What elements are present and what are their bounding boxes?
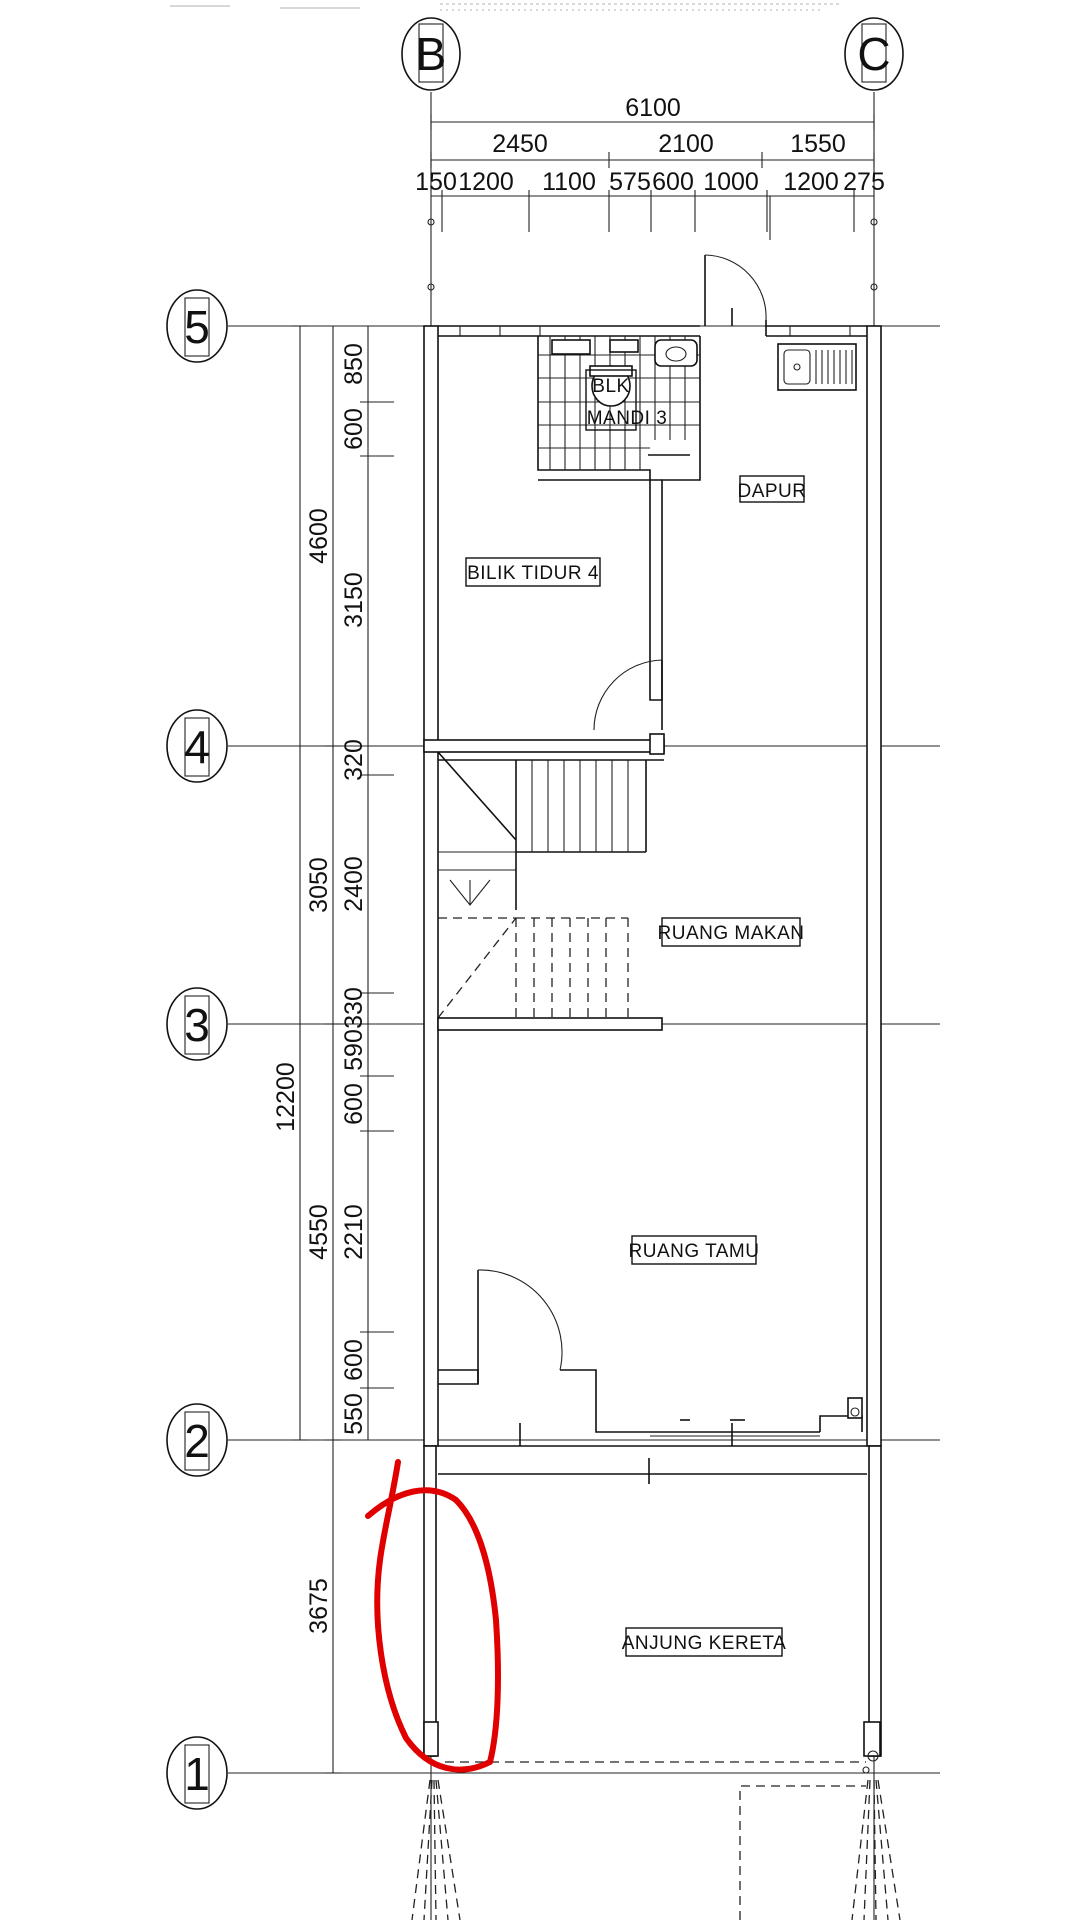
svg-text:1: 1 <box>184 1748 210 1800</box>
svg-text:4: 4 <box>184 721 210 773</box>
room-label-anjung-kereta: ANJUNG KERETA <box>622 1627 787 1657</box>
grid-bubble-1: 1 <box>166 1736 228 1810</box>
svg-text:5: 5 <box>184 301 210 353</box>
kitchen-door <box>704 254 767 336</box>
dim-length-4: 3675 <box>305 1578 333 1634</box>
dim-detail-l11: 550 <box>340 1393 368 1435</box>
dim-detail-l8: 600 <box>340 1083 368 1125</box>
dim-detail-4: 575 <box>609 168 651 196</box>
grid-bubble-c: C <box>844 17 904 91</box>
dim-detail-6: 1000 <box>703 168 759 196</box>
grid-bubble-3: 3 <box>166 987 228 1061</box>
grid-bubble-5: 5 <box>166 289 228 363</box>
dim-detail-8: 275 <box>843 168 885 196</box>
dim-detail-l3: 3150 <box>340 572 368 628</box>
room-label-dapur: DAPUR <box>737 475 806 503</box>
grid-label-b: B <box>416 28 447 80</box>
svg-text:RUANG MAKAN: RUANG MAKAN <box>658 923 805 944</box>
room-label-bathroom: BLK <box>592 376 629 397</box>
svg-text:2: 2 <box>184 1415 210 1467</box>
left-dimensions: 12200 4600 3050 4550 3675 850 600 3150 3… <box>272 325 394 1774</box>
grid-bubble-2: 2 <box>166 1403 228 1477</box>
front-wall <box>438 1269 867 1484</box>
grid-label-c: C <box>857 28 890 80</box>
scan-artifacts <box>170 3 840 11</box>
dim-length-3: 4550 <box>305 1204 333 1260</box>
foundation-piles <box>411 1779 901 1920</box>
red-annotation-loop <box>365 1459 501 1773</box>
room-label-ruang-makan: RUANG MAKAN <box>658 917 805 947</box>
grid-bubble-b: B <box>401 17 461 91</box>
dim-width-3: 1550 <box>790 130 846 158</box>
dim-detail-l2: 600 <box>340 408 368 450</box>
dim-detail-l10: 600 <box>340 1339 368 1381</box>
svg-text:ANJUNG KERETA: ANJUNG KERETA <box>622 1633 787 1654</box>
dim-detail-l5: 2400 <box>340 856 368 912</box>
room-label-bathroom-2: MANDI 3 <box>587 408 668 429</box>
svg-text:RUANG TAMU: RUANG TAMU <box>629 1241 760 1262</box>
dim-detail-3: 1100 <box>542 168 596 196</box>
dim-detail-l1: 850 <box>340 343 368 385</box>
dim-overall-width: 6100 <box>625 94 681 122</box>
dim-detail-l6: 330 <box>340 987 368 1029</box>
walls <box>423 325 882 1757</box>
svg-text:3: 3 <box>184 999 210 1051</box>
dim-detail-l4: 320 <box>340 739 368 781</box>
porch-gate <box>423 1721 881 1920</box>
dim-length-1: 4600 <box>305 508 333 564</box>
room-label-ruang-tamu: RUANG TAMU <box>629 1235 760 1265</box>
dim-length-2: 3050 <box>305 857 333 913</box>
dim-detail-1: 150 <box>415 168 457 196</box>
dim-overall-length: 12200 <box>272 1062 300 1132</box>
dim-detail-5: 600 <box>652 168 694 196</box>
dim-detail-l9: 2210 <box>340 1204 368 1260</box>
top-dimensions: 6100 2450 2100 1550 150 1200 1100 575 60… <box>415 94 885 291</box>
grid-bubble-4: 4 <box>166 709 228 783</box>
dim-width-1: 2450 <box>492 130 548 158</box>
dim-detail-2: 1200 <box>458 168 514 196</box>
room-label-bilik-tidur: BILIK TIDUR 4 <box>465 557 601 587</box>
dim-detail-7: 1200 <box>783 168 839 196</box>
dim-width-2: 2100 <box>658 130 714 158</box>
staircase <box>423 733 665 1031</box>
bedroom-door <box>593 659 663 731</box>
dim-detail-l7: 590 <box>340 1029 368 1071</box>
sink <box>777 343 857 391</box>
row-grid-lines <box>228 325 940 1774</box>
bathroom: BLK MANDI 3 <box>537 336 701 701</box>
svg-text:DAPUR: DAPUR <box>737 481 806 502</box>
svg-text:BILIK TIDUR 4: BILIK TIDUR 4 <box>467 563 599 584</box>
